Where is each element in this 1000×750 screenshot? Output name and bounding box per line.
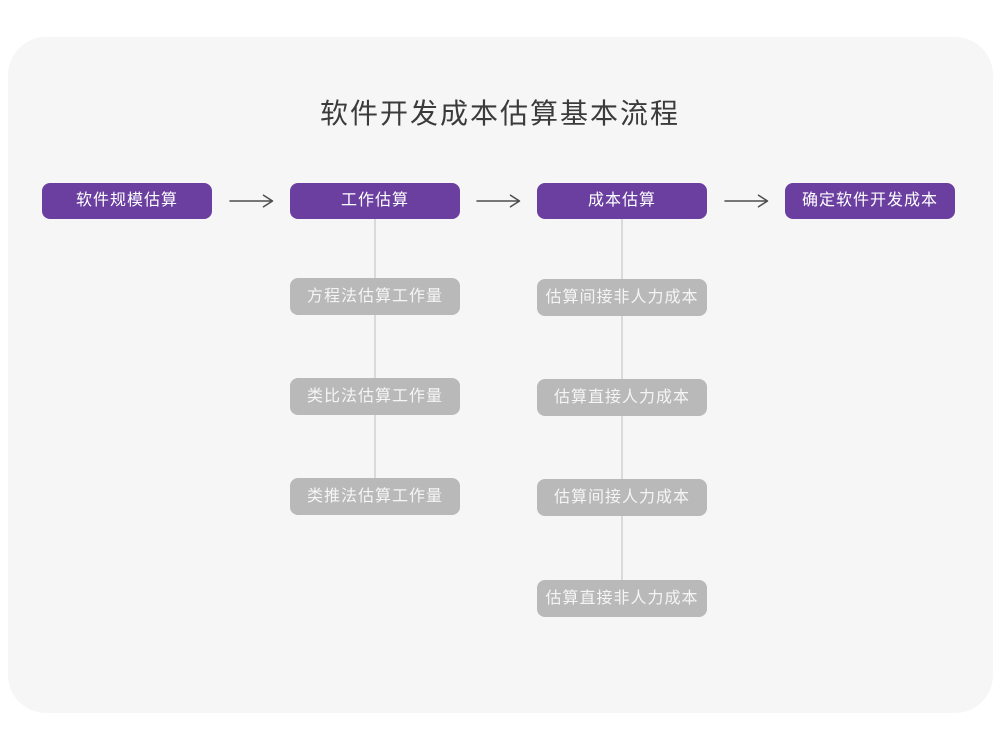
sub-step-direct-labor-cost: 估算直接人力成本 xyxy=(537,379,707,416)
arrow-right-icon xyxy=(476,194,521,208)
sub-step-extrapolation-method: 类推法估算工作量 xyxy=(290,478,460,515)
canvas-card xyxy=(8,37,993,713)
arrow-right-icon xyxy=(229,194,274,208)
flow-step-cost-estimation: 成本估算 xyxy=(537,183,707,219)
arrow-right-icon xyxy=(724,194,769,208)
sub-step-indirect-non-labor-cost: 估算间接非人力成本 xyxy=(537,279,707,316)
flow-step-work-estimation: 工作估算 xyxy=(290,183,460,219)
sub-step-direct-non-labor-cost: 估算直接非人力成本 xyxy=(537,580,707,617)
flow-step-software-scale-estimation: 软件规模估算 xyxy=(42,183,212,219)
diagram-title: 软件开发成本估算基本流程 xyxy=(319,98,680,129)
sub-step-indirect-labor-cost: 估算间接人力成本 xyxy=(537,479,707,516)
connector-line-work-estimation xyxy=(374,219,376,497)
sub-step-equation-method: 方程法估算工作量 xyxy=(290,278,460,315)
sub-step-analogy-method: 类比法估算工作量 xyxy=(290,378,460,415)
flow-step-determine-development-cost: 确定软件开发成本 xyxy=(785,183,955,219)
